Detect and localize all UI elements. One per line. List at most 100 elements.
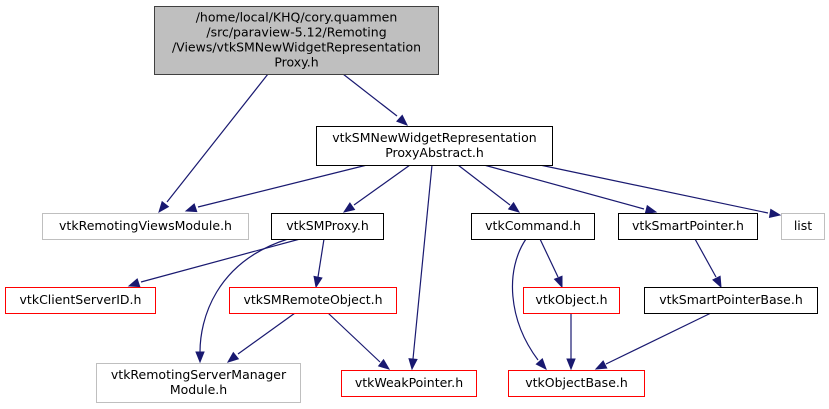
arrowhead-icon	[377, 358, 391, 370]
node-label: list	[794, 218, 812, 233]
node-label: vtkWeakPointer.h	[355, 375, 463, 390]
node-label: vtkRemotingServerManager	[111, 367, 287, 382]
edge-smproxy-to-remoteobject	[313, 238, 325, 289]
edge-line	[317, 238, 325, 278]
arrowhead-icon	[553, 275, 563, 289]
edge-line	[694, 238, 717, 278]
arrowhead-icon	[226, 351, 240, 363]
nodes-layer: /home/local/KHQ/cory.quammen/src/paravie…	[5, 6, 825, 403]
node-abstract[interactable]: vtkSMNewWidgetRepresentationProxyAbstrac…	[316, 126, 553, 166]
edge-line	[539, 164, 769, 214]
edge-abstract-to-command	[457, 164, 521, 213]
edge-line	[353, 164, 411, 206]
edge-line	[412, 164, 433, 360]
edge-smartpointerbase-to-objectbase	[594, 312, 712, 370]
node-label: Proxy.h	[274, 55, 318, 70]
arrowhead-icon	[507, 201, 521, 213]
node-label: vtkClientServerID.h	[20, 292, 142, 307]
node-object[interactable]: vtkObject.h	[523, 287, 620, 314]
node-list[interactable]: list	[781, 213, 825, 240]
edge-abstract-to-smproxy	[342, 164, 411, 213]
arrowhead-icon	[158, 200, 170, 214]
edges-layer	[127, 73, 782, 371]
edge-line	[483, 164, 645, 210]
node-label: vtkCommand.h	[485, 218, 581, 233]
edge-line	[166, 73, 269, 203]
node-clientserverid[interactable]: vtkClientServerID.h	[5, 287, 156, 314]
node-box	[644, 287, 818, 314]
node-box	[341, 370, 477, 397]
edge-remoteobject-to-servermanagermodule	[226, 312, 296, 363]
arrowhead-icon	[195, 351, 205, 364]
node-label: Module.h	[170, 382, 227, 397]
edge-remoteobject-to-weakpointer	[327, 312, 391, 370]
arrowhead-icon	[313, 275, 323, 289]
edge-abstract-to-list	[539, 164, 782, 218]
node-box	[271, 213, 384, 240]
node-box	[316, 126, 553, 166]
arrowhead-icon	[535, 358, 547, 371]
edge-line	[539, 238, 559, 278]
edge-smproxy-to-servermanagermodule	[195, 238, 289, 364]
arrowhead-icon	[594, 360, 608, 370]
node-root[interactable]: /home/local/KHQ/cory.quammen/src/paravie…	[154, 6, 439, 75]
arrowhead-icon	[184, 203, 198, 213]
edge-abstract-to-smartpointer	[483, 164, 658, 215]
arrowhead-icon	[127, 278, 141, 288]
edge-root-to-viewsmodule	[158, 73, 269, 214]
node-box	[618, 213, 758, 240]
node-label: /src/paraview-5.12/Remoting	[206, 25, 386, 40]
node-label: /Views/vtkSMNewWidgetRepresentation	[172, 40, 421, 55]
node-smartpointer[interactable]: vtkSmartPointer.h	[618, 213, 758, 240]
edge-line	[605, 312, 712, 365]
edge-line	[140, 238, 301, 283]
edge-line	[457, 164, 511, 206]
edge-line	[511, 238, 539, 361]
edge-smartpointer-to-smartpointerbase	[694, 238, 722, 289]
arrowhead-icon	[342, 202, 356, 213]
node-viewsmodule[interactable]: vtkRemotingViewsModule.h	[42, 213, 249, 240]
edge-root-to-abstract	[342, 73, 409, 126]
node-box	[42, 213, 249, 240]
edge-command-to-objectbase	[511, 238, 547, 371]
edge-abstract-to-weakpointer	[408, 164, 433, 371]
edge-object-to-objectbase	[566, 313, 576, 371]
node-weakpointer[interactable]: vtkWeakPointer.h	[341, 370, 477, 397]
node-label: ProxyAbstract.h	[385, 145, 484, 160]
node-label: /home/local/KHQ/cory.quammen	[196, 10, 398, 25]
node-label: vtkObject.h	[535, 292, 607, 307]
node-box	[508, 370, 645, 397]
node-label: vtkSmartPointer.h	[632, 218, 744, 233]
node-label: vtkSMRemoteObject.h	[243, 292, 382, 307]
edge-line	[327, 312, 381, 363]
node-command[interactable]: vtkCommand.h	[471, 213, 595, 240]
node-label: vtkRemotingViewsModule.h	[59, 218, 232, 233]
edge-line	[237, 312, 296, 355]
node-label: vtkSMNewWidgetRepresentation	[332, 130, 536, 145]
node-remoteobject[interactable]: vtkSMRemoteObject.h	[229, 287, 397, 314]
arrowhead-icon	[408, 358, 418, 371]
node-box	[471, 213, 595, 240]
arrowhead-icon	[566, 358, 576, 371]
arrowhead-icon	[644, 204, 658, 215]
node-label: vtkSmartPointerBase.h	[659, 292, 803, 307]
edge-abstract-to-viewsmodule	[184, 164, 368, 213]
node-label: vtkSMProxy.h	[286, 218, 369, 233]
arrowhead-icon	[768, 208, 782, 218]
node-smproxy[interactable]: vtkSMProxy.h	[271, 213, 384, 240]
edge-smproxy-to-clientserverid	[127, 238, 301, 288]
node-objectbase[interactable]: vtkObjectBase.h	[508, 370, 645, 397]
arrowhead-icon	[712, 275, 722, 289]
node-box	[523, 287, 620, 314]
edge-line	[199, 238, 289, 353]
node-box	[229, 287, 397, 314]
node-box	[96, 363, 301, 403]
node-smartpointerbase[interactable]: vtkSmartPointerBase.h	[644, 287, 818, 314]
node-label: vtkObjectBase.h	[525, 375, 628, 390]
edge-command-to-object	[539, 238, 563, 289]
node-box	[5, 287, 156, 314]
edge-line	[197, 164, 368, 208]
node-box	[781, 213, 825, 240]
